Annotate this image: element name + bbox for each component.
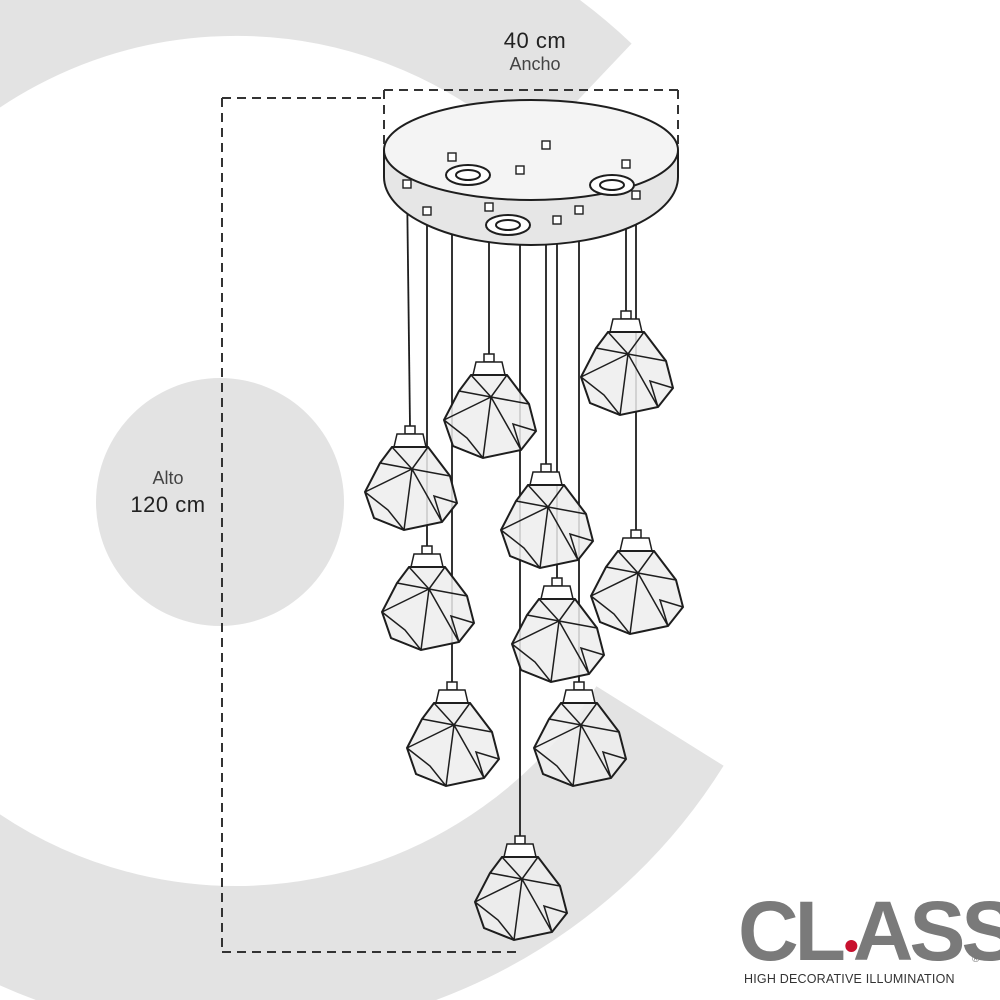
brand-logo: CL•ASS ® [738,884,1000,978]
canopy-cable-anchor [515,165,525,175]
pendant-shade-3 [406,681,500,787]
brand-tagline: HIGH DECORATIVE ILLUMINATION [744,972,955,986]
width-caption: Ancho [509,54,561,74]
canopy-cable-anchor [422,206,432,216]
pendant-shade-9 [580,310,674,416]
pendant-shade-2 [381,545,475,651]
canopy-cable-anchor [552,215,562,225]
canopy-cable-anchor [621,159,631,169]
canopy-cable-anchor [631,190,641,200]
pendant-shade-1 [364,425,458,531]
svg-text:®: ® [972,954,980,965]
canopy-cable-anchor [447,152,457,162]
pendant-shade-4 [443,353,537,459]
canopy-cable-anchor [574,205,584,215]
background-disc [96,378,344,626]
width-dimension-frame [383,89,679,152]
pendant-shade-7 [511,577,605,683]
height-dimension-frame [221,97,520,953]
canopy-cable-anchor [541,140,551,150]
pendant-cable [406,183,411,427]
height-value: 120 cm [130,492,206,517]
background-swirl [0,0,724,1000]
pendant-shade-10 [590,529,684,635]
ceiling-canopy [383,99,679,246]
canopy-cable-anchor [402,179,412,189]
width-value: 40 cm [503,28,567,53]
height-caption: Alto [152,468,184,488]
canopy-cable-anchor [484,202,494,212]
svg-text:CL•ASS: CL•ASS [738,884,1000,978]
